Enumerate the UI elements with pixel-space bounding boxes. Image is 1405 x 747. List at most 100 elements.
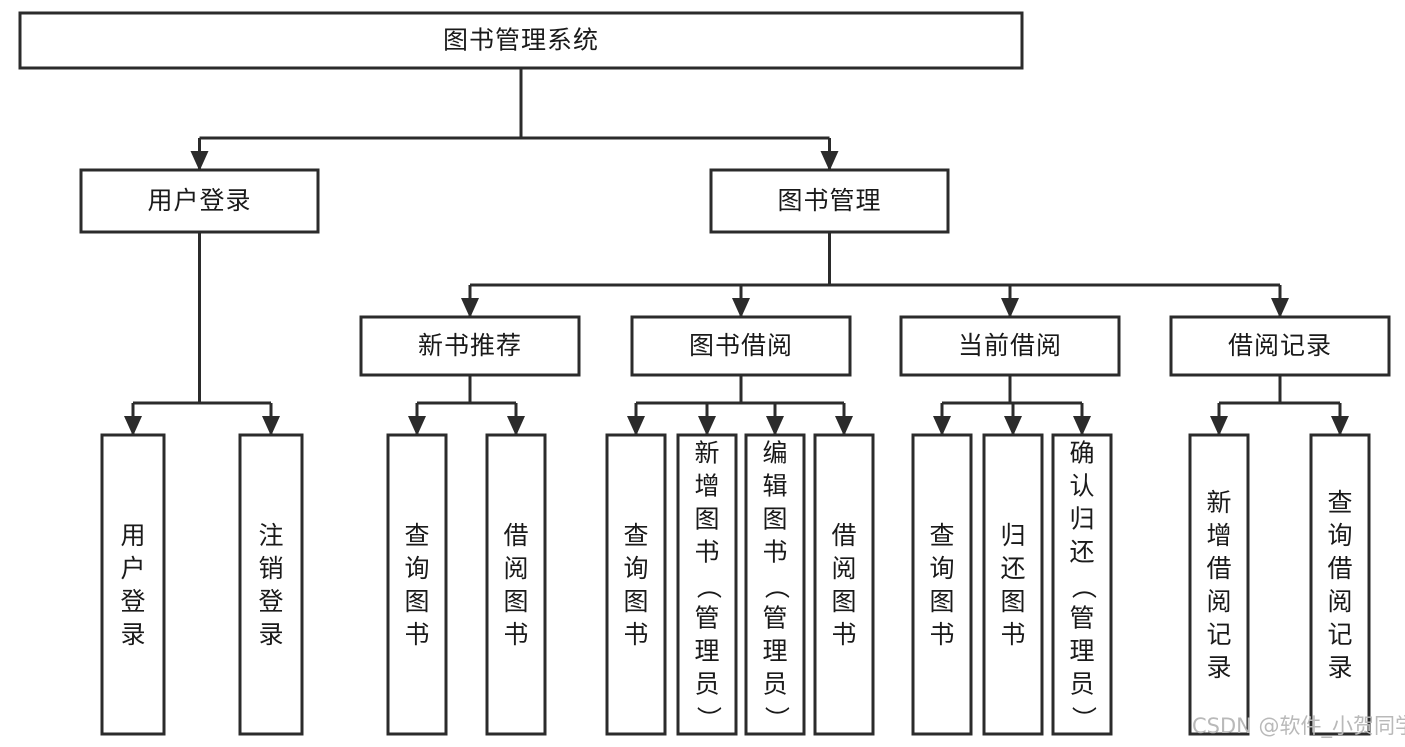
svg-text:书: 书	[929, 620, 954, 649]
svg-text:）: ）	[694, 706, 723, 731]
node-box-leaf-confirm-return[interactable]	[1051, 433, 1113, 736]
svg-text:书: 书	[1000, 620, 1025, 649]
svg-text:理: 理	[1069, 637, 1094, 666]
node-box-leaf-add-record[interactable]	[1188, 433, 1250, 736]
node-box-borrow-record[interactable]	[1169, 315, 1391, 377]
node-user-login[interactable]: 用户登录	[79, 168, 320, 234]
node-box-book-borrow[interactable]	[630, 315, 852, 377]
svg-text:图: 图	[694, 505, 719, 534]
svg-text:书: 书	[694, 538, 719, 567]
node-box-leaf-edit-book[interactable]	[744, 433, 806, 736]
svg-text:阅: 阅	[503, 554, 528, 583]
svg-text:借: 借	[503, 521, 528, 550]
node-box-leaf-query-book-cur[interactable]	[911, 433, 973, 736]
node-box-leaf-logout[interactable]	[238, 433, 304, 736]
node-borrow-record[interactable]: 借阅记录	[1169, 315, 1391, 377]
svg-text:销: 销	[258, 554, 283, 583]
svg-text:员: 员	[1069, 670, 1094, 699]
svg-text:询: 询	[929, 554, 954, 583]
connector-group-new-book-recommend	[408, 375, 525, 436]
arrow-head-icon	[1271, 298, 1289, 318]
svg-text:户: 户	[120, 554, 145, 583]
svg-text:员: 员	[762, 670, 787, 699]
svg-text:理: 理	[694, 637, 719, 666]
arrow-head-icon	[627, 416, 645, 436]
svg-text:归: 归	[1000, 521, 1025, 550]
node-current-borrow[interactable]: 当前借阅	[899, 315, 1121, 377]
node-book-borrow[interactable]: 图书借阅	[630, 315, 852, 377]
svg-text:查: 查	[1327, 488, 1352, 517]
svg-text:新: 新	[1206, 488, 1231, 517]
node-layer: 图书管理系统用户登录图书管理新书推荐图书借阅当前借阅借阅记录用户登录注销登录查询…	[18, 11, 1391, 736]
connector-group-user-login	[124, 232, 280, 436]
svg-text:归: 归	[1069, 505, 1094, 534]
node-box-root[interactable]	[18, 11, 1024, 70]
svg-text:管: 管	[762, 604, 787, 633]
node-label-root: 图书管理系统	[443, 26, 599, 55]
svg-text:确: 确	[1069, 439, 1094, 468]
svg-text:用: 用	[120, 521, 145, 550]
node-box-leaf-return-book[interactable]	[982, 433, 1044, 736]
node-new-book-recommend[interactable]: 新书推荐	[359, 315, 581, 377]
svg-text:理: 理	[762, 637, 787, 666]
node-box-current-borrow[interactable]	[899, 315, 1121, 377]
node-box-leaf-query-record[interactable]	[1309, 433, 1371, 736]
node-book-manage[interactable]: 图书管理	[709, 168, 950, 234]
svg-text:询: 询	[623, 554, 648, 583]
svg-text:录: 录	[258, 620, 283, 649]
svg-text:管: 管	[1069, 604, 1094, 633]
node-box-leaf-borrow-book[interactable]	[813, 433, 875, 736]
svg-text:注: 注	[258, 521, 283, 550]
arrow-head-icon	[1210, 416, 1228, 436]
svg-text:图: 图	[503, 587, 528, 616]
svg-text:增: 增	[694, 472, 719, 501]
svg-text:书: 书	[404, 620, 429, 649]
node-box-leaf-query-book-rec[interactable]	[386, 433, 448, 736]
svg-text:管: 管	[694, 604, 719, 633]
svg-text:还: 还	[1069, 538, 1094, 567]
node-box-leaf-query-book-borrow[interactable]	[605, 433, 667, 736]
arrow-head-icon	[820, 151, 839, 171]
svg-text:询: 询	[404, 554, 429, 583]
svg-text:图: 图	[831, 587, 856, 616]
connector-group-root	[190, 68, 839, 171]
arrow-head-icon	[1001, 298, 1019, 318]
svg-text:）: ）	[762, 706, 791, 731]
node-root[interactable]: 图书管理系统	[18, 11, 1024, 70]
svg-text:阅: 阅	[1327, 587, 1352, 616]
node-box-leaf-user-login[interactable]	[100, 433, 166, 736]
arrow-head-icon	[1073, 416, 1091, 436]
svg-text:借: 借	[1206, 554, 1231, 583]
node-box-user-login[interactable]	[79, 168, 320, 234]
svg-text:图: 图	[929, 587, 954, 616]
svg-text:借: 借	[1327, 554, 1352, 583]
node-box-leaf-add-book[interactable]	[676, 433, 738, 736]
svg-text:查: 查	[404, 521, 429, 550]
node-box-new-book-recommend[interactable]	[359, 315, 581, 377]
node-box-leaf-borrow-book-rec[interactable]	[485, 433, 547, 736]
node-box-book-manage[interactable]	[709, 168, 950, 234]
node-leaf-user-login[interactable]: 用户登录	[100, 433, 166, 736]
arrow-head-icon	[1004, 416, 1022, 436]
